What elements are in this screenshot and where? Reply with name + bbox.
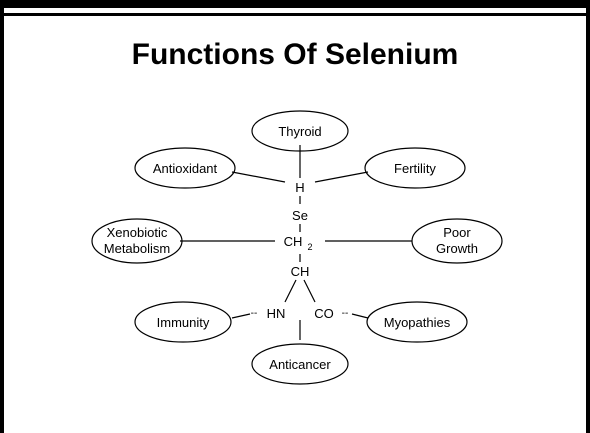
antioxidant-label: Antioxidant: [153, 161, 218, 176]
thyroid-node: [251, 110, 349, 152]
poor-growth-label-line1: Poor: [443, 225, 471, 240]
co-dashes: --: [342, 308, 349, 319]
anticancer-label: Anticancer: [269, 357, 331, 372]
myopathies-node: [366, 301, 468, 343]
poor-growth-node: [411, 218, 503, 264]
fertility-node: [364, 147, 466, 189]
atom-ch2: CH: [284, 234, 303, 249]
top-thick-bar: [0, 0, 590, 8]
immunity-label: Immunity: [157, 315, 210, 330]
anticancer-node: [251, 343, 349, 385]
slide-title: Functions Of Selenium: [131, 38, 459, 71]
fertility-label: Fertility: [394, 161, 436, 176]
antioxidant-node: [134, 147, 236, 189]
bond-ch-hn: [284, 279, 297, 303]
atom-h: H: [295, 180, 304, 195]
myopathies-label: Myopathies: [384, 315, 451, 330]
xenobiotic-node: [91, 218, 183, 264]
thyroid-label: Thyroid: [278, 124, 321, 139]
bond-ch-co: [303, 279, 316, 303]
connector-myopathies: [351, 313, 369, 319]
top-thin-bar: [0, 13, 590, 16]
left-border: [0, 0, 4, 433]
poor-growth-label-line2: Growth: [436, 241, 478, 256]
connector-antioxidant: [231, 171, 286, 183]
atom-co: CO: [314, 306, 334, 321]
atom-hn: HN: [267, 306, 286, 321]
immunity-node: [134, 301, 232, 343]
hn-dashes: --: [251, 308, 258, 319]
xenobiotic-label-line1: Xenobiotic: [107, 225, 168, 240]
atom-se: Se: [292, 208, 308, 223]
connector-fertility: [314, 171, 369, 183]
connector-immunity: [231, 313, 251, 319]
atom-ch2-subscript: 2: [307, 242, 312, 252]
right-border: [586, 0, 590, 433]
xenobiotic-label-line2: Metabolism: [104, 241, 170, 256]
atom-ch: CH: [291, 264, 310, 279]
